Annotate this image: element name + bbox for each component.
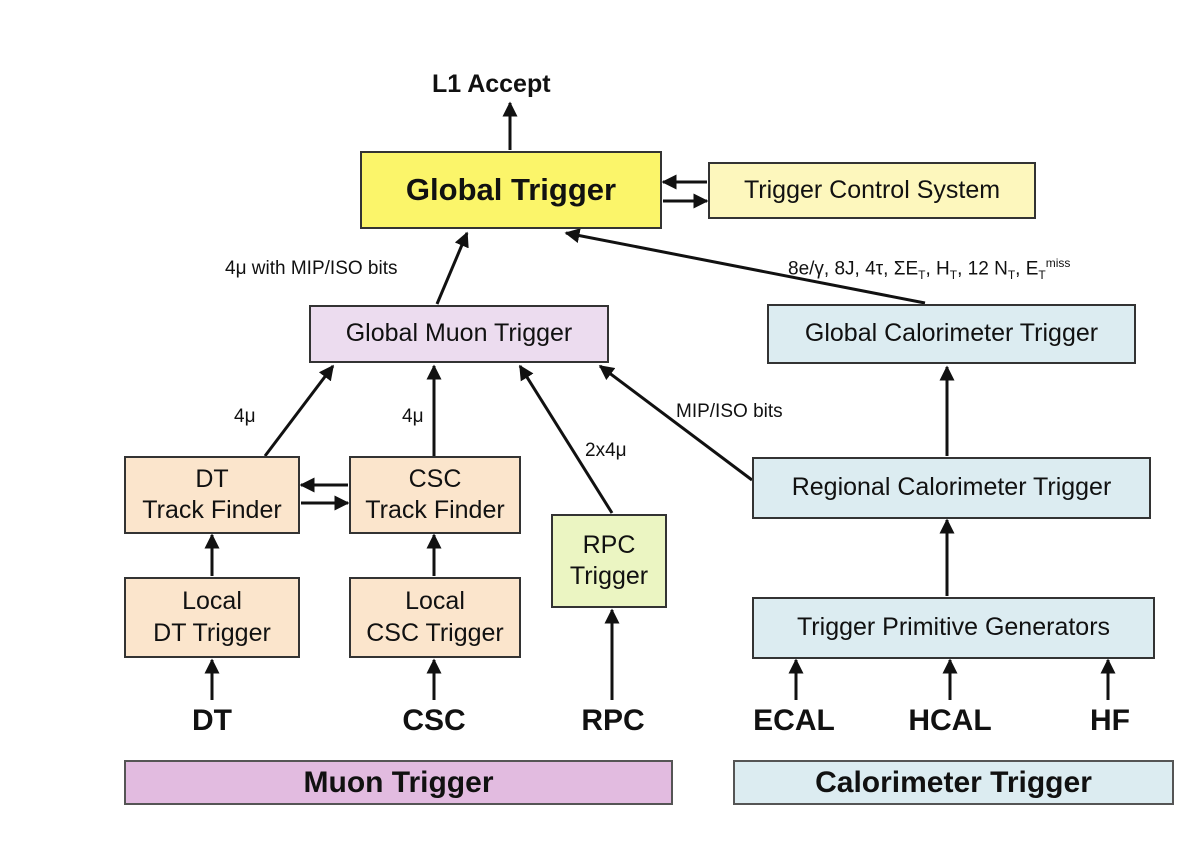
calo-to-global-label: 8e/γ, 8J, 4τ, ΣET, HT, 12 NT, ETmiss — [788, 256, 1070, 282]
local-dt-trigger-line2: DT Trigger — [153, 618, 271, 647]
global-calorimeter-trigger-label: Global Calorimeter Trigger — [804, 319, 1099, 348]
local-dt-trigger-line1: Local — [182, 587, 242, 616]
muon-trigger-band-label: Muon Trigger — [303, 765, 494, 799]
calo-label-prefix: 8e/γ, 8J, 4τ, ΣE — [788, 258, 919, 280]
l1-accept-label: L1 Accept — [432, 70, 551, 98]
rpc-to-gmt-label: 2x4μ — [585, 440, 627, 461]
rpc-trigger-line2: Trigger — [569, 562, 649, 590]
calo-label-n: , 12 N — [957, 258, 1008, 280]
global-trigger-box: Global Trigger — [360, 151, 662, 229]
csc-track-finder-box: CSC Track Finder — [349, 456, 521, 534]
calorimeter-trigger-band: Calorimeter Trigger — [733, 760, 1174, 805]
source-ecal: ECAL — [753, 704, 835, 737]
source-hcal: HCAL — [908, 704, 992, 737]
trigger-control-system-label: Trigger Control System — [743, 175, 1001, 204]
arrow-gct-to-global — [564, 228, 926, 305]
arrow-rct-to-gmt — [598, 364, 753, 482]
calo-label-h: , H — [925, 258, 950, 280]
calorimeter-trigger-band-label: Calorimeter Trigger — [815, 765, 1092, 799]
dt-to-gmt-label: 4μ — [234, 406, 256, 427]
trigger-control-system-box: Trigger Control System — [708, 162, 1036, 219]
local-csc-trigger-line1: Local — [405, 587, 465, 616]
global-trigger-label: Global Trigger — [405, 171, 617, 207]
regional-calorimeter-trigger-label: Regional Calorimeter Trigger — [791, 473, 1112, 502]
local-csc-trigger-line2: CSC Trigger — [366, 618, 504, 647]
rpc-trigger-box: RPC Trigger — [551, 514, 667, 608]
global-muon-trigger-box: Global Muon Trigger — [309, 305, 609, 363]
csc-track-finder-line1: CSC — [408, 464, 462, 493]
csc-track-finder-line2: Track Finder — [365, 496, 505, 524]
calo-label-sup-miss: miss — [1045, 256, 1071, 270]
trigger-primitive-generators-box: Trigger Primitive Generators — [752, 597, 1155, 659]
source-dt: DT — [192, 704, 232, 737]
source-rpc: RPC — [581, 704, 645, 737]
regional-calorimeter-trigger-box: Regional Calorimeter Trigger — [752, 457, 1151, 519]
rpc-trigger-line1: RPC — [582, 530, 636, 559]
local-dt-trigger-box: Local DT Trigger — [124, 577, 300, 658]
arrow-dt-tf-to-gmt — [263, 364, 335, 457]
calo-label-sub-t3: T — [1007, 268, 1016, 283]
rct-to-gmt-label: MIP/ISO bits — [676, 401, 783, 422]
trigger-primitive-generators-label: Trigger Primitive Generators — [796, 613, 1111, 642]
muon-trigger-band: Muon Trigger — [124, 760, 673, 805]
dt-track-finder-line2: Track Finder — [142, 496, 282, 524]
local-csc-trigger-box: Local CSC Trigger — [349, 577, 521, 658]
global-calorimeter-trigger-box: Global Calorimeter Trigger — [767, 304, 1136, 364]
source-csc: CSC — [402, 704, 466, 737]
muon-to-global-label: 4μ with MIP/ISO bits — [225, 258, 398, 279]
source-hf: HF — [1090, 704, 1130, 737]
arrow-gmt-to-global — [435, 231, 469, 305]
calo-label-sub-t4: T — [1038, 268, 1046, 283]
global-muon-trigger-label: Global Muon Trigger — [345, 319, 573, 348]
calo-label-sub-t2: T — [949, 268, 958, 283]
calo-label-sub-t1: T — [918, 268, 926, 283]
csc-to-gmt-label: 4μ — [402, 406, 424, 427]
arrow-rpc-to-gmt — [518, 364, 614, 514]
dt-track-finder-line1: DT — [195, 464, 229, 493]
dt-track-finder-box: DT Track Finder — [124, 456, 300, 534]
calo-label-e: , E — [1015, 258, 1039, 280]
